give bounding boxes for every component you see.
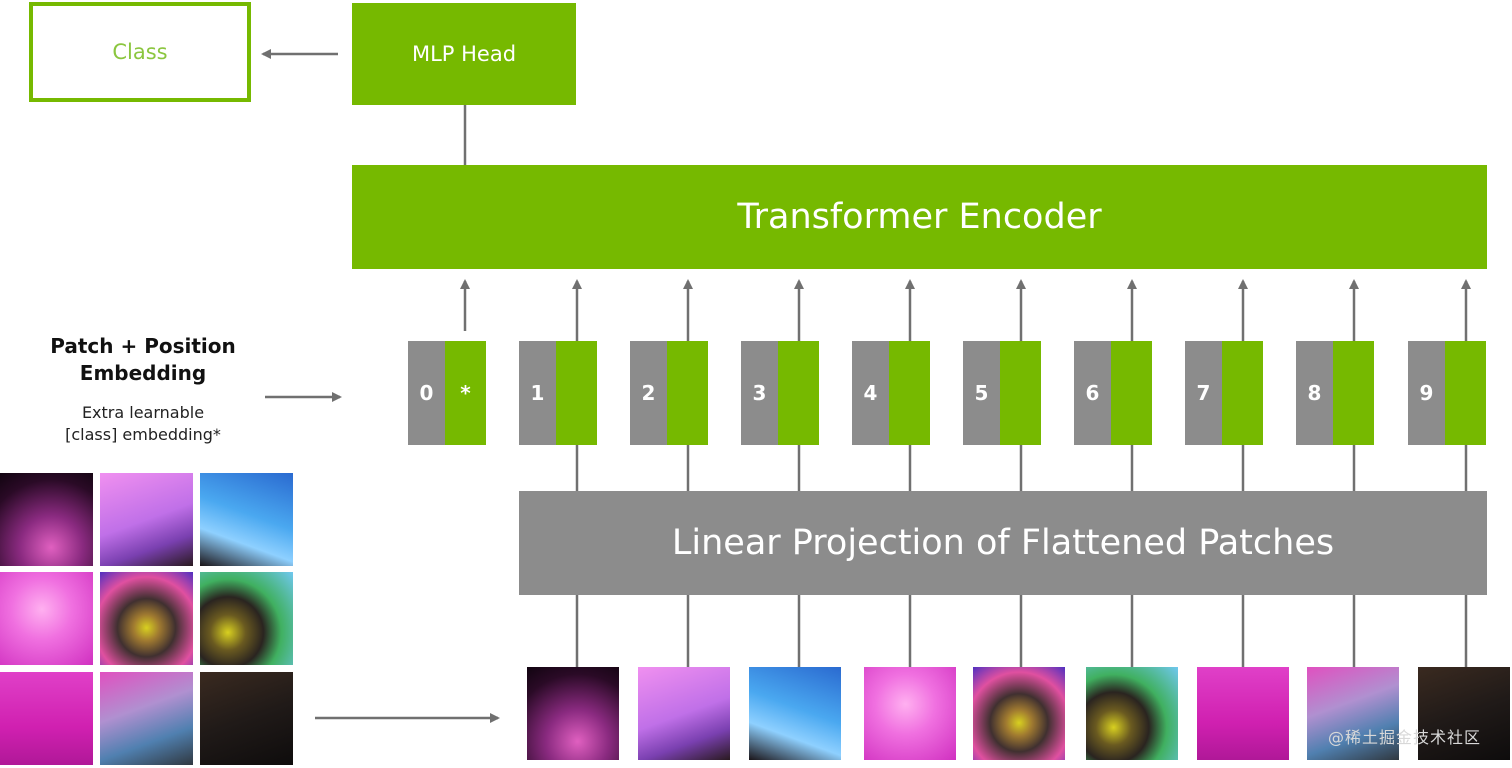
row-patch-2-violet-ear xyxy=(638,667,730,760)
transformer-encoder-block: Transformer Encoder xyxy=(352,165,1487,269)
token-embedding xyxy=(667,341,708,445)
embedding-title: Patch + Position Embedding xyxy=(30,333,256,387)
embedding-subtitle-line2: [class] embedding* xyxy=(65,425,221,444)
token-index: 4 xyxy=(852,341,889,445)
token-embedding xyxy=(1445,341,1486,445)
grid-patch-6-cat-eye-right xyxy=(200,572,293,665)
token-index: 5 xyxy=(963,341,1000,445)
token-index: 7 xyxy=(1185,341,1222,445)
token-8: 8 xyxy=(1296,341,1374,445)
mlp-head-label: MLP Head xyxy=(411,42,517,66)
token-embedding xyxy=(556,341,597,445)
row-patch-9-whiskers-dark xyxy=(1418,667,1510,760)
token-index: 6 xyxy=(1074,341,1111,445)
token-index: 1 xyxy=(519,341,556,445)
class-output-box: Class xyxy=(29,2,251,102)
row-patch-8-whiskers-blue xyxy=(1307,667,1399,760)
watermark: @稀土掘金技术社区 xyxy=(1328,728,1482,747)
grid-patch-4-pink-smoke xyxy=(0,572,93,665)
token-embedding xyxy=(1111,341,1152,445)
token-index: 9 xyxy=(1408,341,1445,445)
token-6: 6 xyxy=(1074,341,1152,445)
embedding-subtitle: Extra learnable [class] embedding* xyxy=(30,402,256,446)
token-embedding xyxy=(1000,341,1041,445)
token-1: 1 xyxy=(519,341,597,445)
token-7: 7 xyxy=(1185,341,1263,445)
token-3: 3 xyxy=(741,341,819,445)
grid-patch-2-violet-ear xyxy=(100,473,193,566)
grid-patch-7-magenta xyxy=(0,672,93,765)
token-embedding: * xyxy=(445,341,486,445)
grid-patch-5-cat-eye-left xyxy=(100,572,193,665)
embedding-subtitle-line1: Extra learnable xyxy=(81,403,205,422)
token-9: 9 xyxy=(1408,341,1486,445)
token-0: 0* xyxy=(408,341,486,445)
linear-projection-label: Linear Projection of Flattened Patches xyxy=(671,523,1335,563)
mlp-head-block: MLP Head xyxy=(352,3,576,105)
grid-patch-9-whiskers-dark xyxy=(200,672,293,765)
token-2: 2 xyxy=(630,341,708,445)
token-4: 4 xyxy=(852,341,930,445)
token-5: 5 xyxy=(963,341,1041,445)
token-embedding xyxy=(1222,341,1263,445)
embedding-title-line1: Patch + Position xyxy=(50,334,236,358)
grid-patch-8-whiskers-blue xyxy=(100,672,193,765)
token-embedding xyxy=(889,341,930,445)
token-index: 8 xyxy=(1296,341,1333,445)
row-patch-6-cat-eye-right xyxy=(1086,667,1178,760)
row-patch-3-blue-ear xyxy=(749,667,841,760)
grid-patch-1-dark-magenta xyxy=(0,473,93,566)
token-index: 3 xyxy=(741,341,778,445)
token-index: 0 xyxy=(408,341,445,445)
row-patch-7-magenta xyxy=(1197,667,1289,760)
token-index: 2 xyxy=(630,341,667,445)
token-embedding xyxy=(778,341,819,445)
class-label: Class xyxy=(112,40,168,64)
linear-projection-block: Linear Projection of Flattened Patches xyxy=(519,491,1487,595)
token-embedding xyxy=(1333,341,1374,445)
row-patch-5-cat-eye-left xyxy=(973,667,1065,760)
grid-patch-3-blue-ear xyxy=(200,473,293,566)
embedding-title-line2: Embedding xyxy=(79,361,207,385)
row-patch-4-pink-smoke xyxy=(864,667,956,760)
row-patch-1-dark-magenta xyxy=(527,667,619,760)
transformer-encoder-label: Transformer Encoder xyxy=(737,197,1102,237)
